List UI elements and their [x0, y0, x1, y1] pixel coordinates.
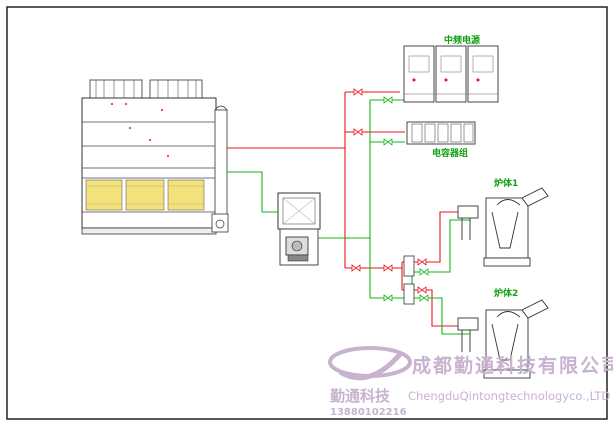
tower-pump [211, 213, 229, 233]
drawing-frame [6, 6, 608, 420]
tower-fill-media-1 [85, 179, 123, 211]
tower-base [81, 227, 217, 235]
label-capacitor-bank: 电容器组 [432, 147, 468, 159]
watermark: 成都勤通科技有限公司 勤通科技 ChengduQintongtechnology… [328, 346, 613, 418]
label-furnace-1: 炉体1 [494, 177, 518, 189]
watermark-brand-cn: 勤通科技 [330, 387, 391, 405]
valves [351, 88, 427, 294]
tower-fill-media-3 [167, 179, 205, 211]
watermark-company-cn: 成都勤通科技有限公司 [412, 354, 613, 377]
furnace-1 [457, 187, 549, 267]
brand-logo-icon [328, 346, 412, 381]
heat-exchanger-unit [277, 192, 321, 266]
manifold-1 [403, 255, 415, 277]
watermark-company-en: ChengduQintongtechnologyco.,LTD [408, 389, 610, 403]
cooling-tower [81, 79, 229, 235]
watermark-phone: 13880102216 [330, 407, 407, 418]
tower-riser-pipe [214, 109, 228, 223]
capacitor-bank [406, 121, 476, 145]
furnace-2 [457, 299, 549, 379]
tower-fill-media-2 [125, 179, 165, 211]
label-furnace-2: 炉体2 [494, 287, 518, 299]
label-power-supply: 中频电源 [444, 34, 480, 46]
manifold-2 [403, 283, 415, 305]
valves-green [383, 96, 429, 302]
green-return-piping [227, 99, 470, 335]
power-supply-cabinets [403, 45, 499, 103]
